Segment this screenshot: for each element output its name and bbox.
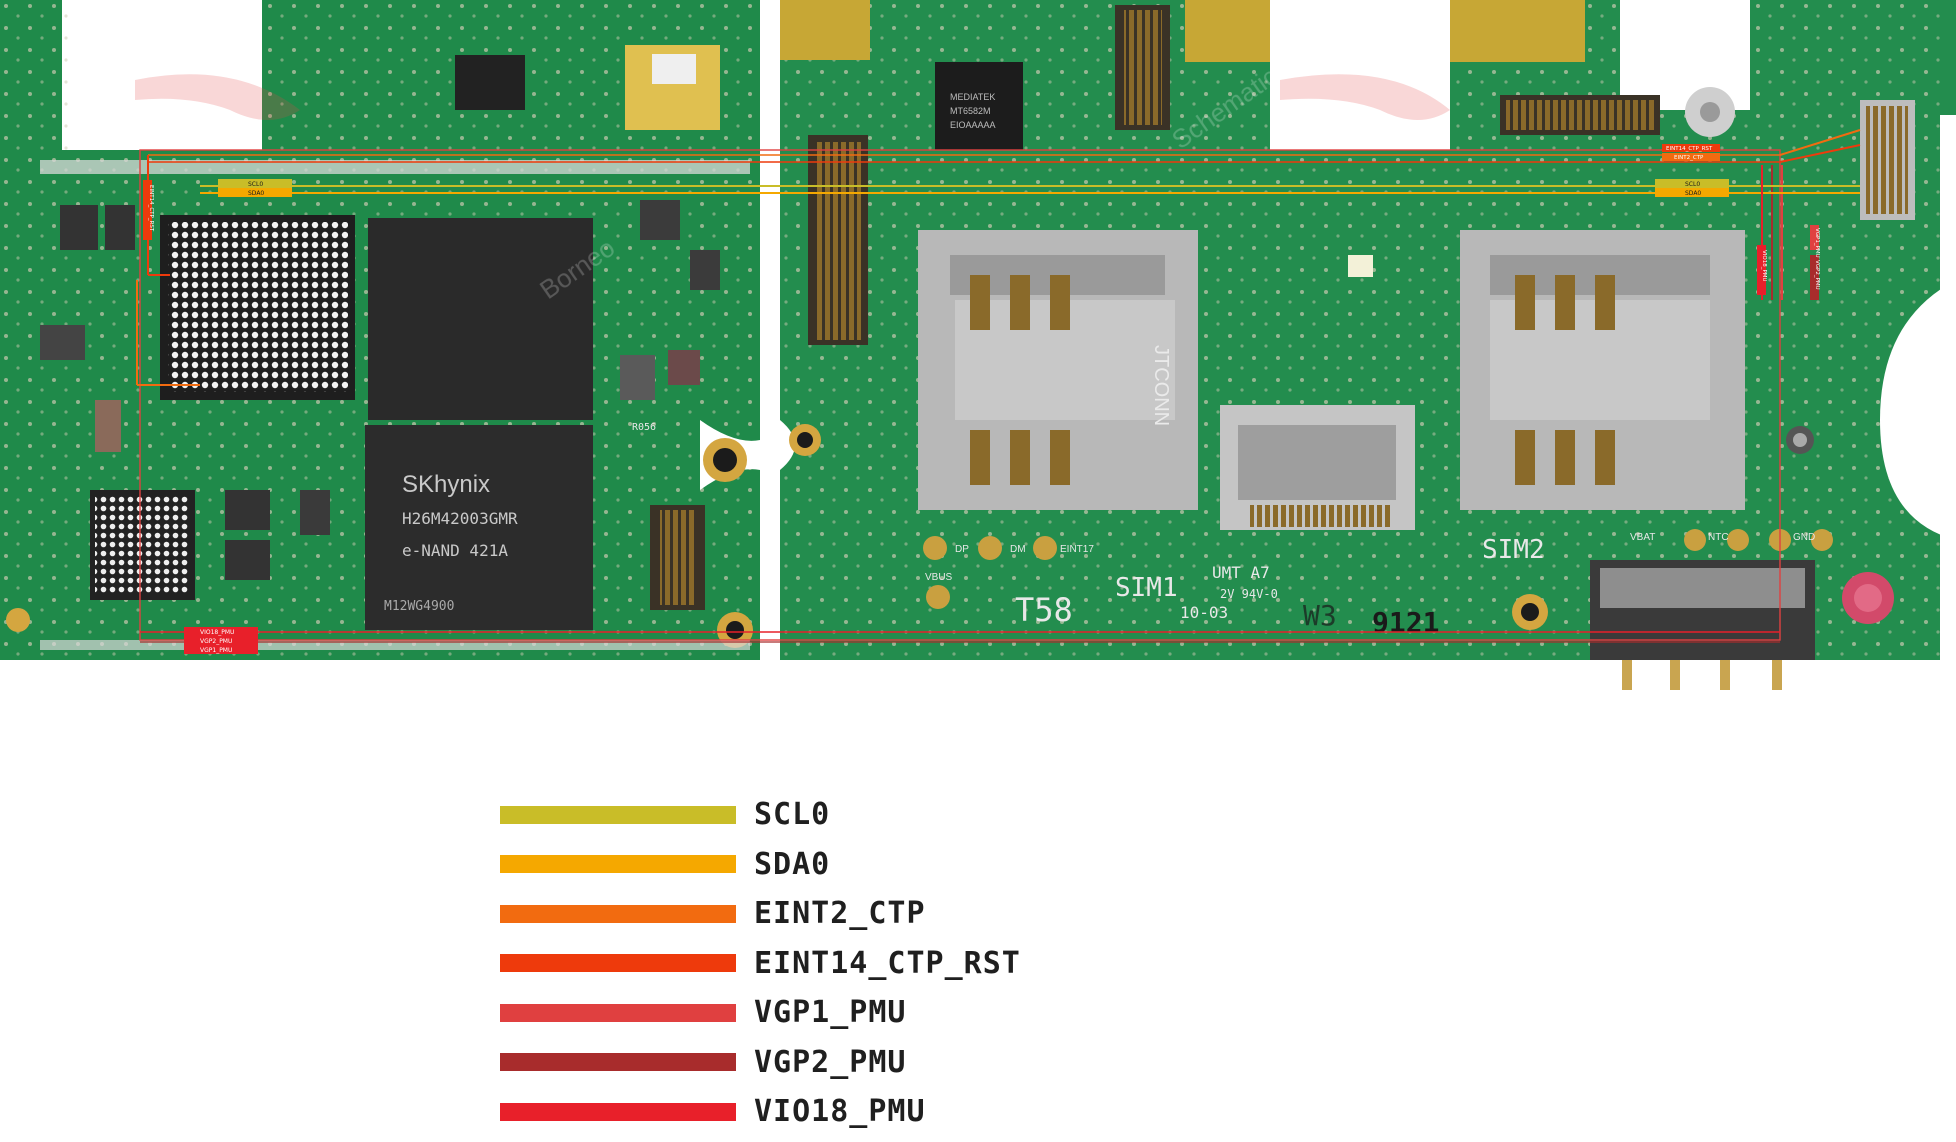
net-legend: SCL0 SDA0 EINT2_CTP EINT14_CTP_RST VGP1_… — [500, 790, 1021, 1137]
silk-w3: W3 — [1303, 599, 1337, 632]
silk-model: T58 — [1015, 591, 1073, 629]
legend-row-sda0: SDA0 — [500, 840, 1021, 890]
pad-vbus: VBUS — [925, 572, 953, 583]
right-pcb: MEDIATEK MT6582M EIOAAAAA JTCONN — [780, 0, 1956, 690]
left-pcb: SKhynix H26M42003GMR e-NAND 421A M12WG49… — [0, 0, 760, 660]
tag-scl0-right: SCL0 — [1685, 181, 1700, 188]
tag-vio18-left: VIO18_PMU — [200, 629, 234, 636]
r056-label: R056 — [632, 422, 656, 433]
tag-vgp2-left: VGP2_PMU — [200, 638, 232, 645]
pad-ntc: NTC — [1708, 532, 1729, 543]
pad-gnd: GND — [1793, 532, 1815, 543]
tag-sda0-right: SDA0 — [1685, 190, 1701, 197]
legend-label-vgp2-pmu: VGP2_PMU — [754, 1044, 907, 1080]
cpu-mark-1: MEDIATEK — [950, 92, 995, 102]
silk-umt: UMT A7 — [1212, 563, 1270, 582]
net-traces — [136, 129, 1861, 643]
silk-rating: 2V 94V-0 — [1220, 587, 1278, 601]
nand-brand-text: SKhynix — [402, 471, 490, 498]
legend-swatch-eint2-ctp — [500, 904, 736, 923]
legend-swatch-eint14-ctp-rst — [500, 954, 736, 973]
legend-label-vgp1-pmu: VGP1_PMU — [754, 995, 907, 1031]
pad-dm: DM — [1010, 544, 1026, 555]
legend-swatch-vgp2-pmu — [500, 1053, 736, 1072]
jtconn-label: JTCONN — [1150, 345, 1172, 426]
legend-label-scl0: SCL0 — [754, 797, 831, 833]
net-tags: SCL0 SDA0 EINT14_CTP_RST EINT2_CTP SCL0 … — [143, 144, 1820, 654]
tag-vio18-right: VIO18_PMU — [1761, 250, 1767, 282]
legend-row-vio18-pmu: VIO18_PMU — [500, 1087, 1021, 1137]
legend-label-eint14-ctp-rst: EINT14_CTP_RST — [754, 945, 1021, 981]
legend-row-vgp1-pmu: VGP1_PMU — [500, 988, 1021, 1038]
pad-vbat: VBAT — [1630, 532, 1655, 543]
silk-date: 10-03 — [1180, 603, 1228, 622]
tag-vgp1-right: VGP1_PMU — [1814, 228, 1820, 258]
legend-label-sda0: SDA0 — [754, 846, 831, 882]
legend-label-eint2-ctp: EINT2_CTP — [754, 896, 926, 932]
pad-eint17: EINT17 — [1060, 544, 1094, 555]
legend-row-eint14-ctp-rst: EINT14_CTP_RST — [500, 939, 1021, 989]
legend-row-vgp2-pmu: VGP2_PMU — [500, 1038, 1021, 1088]
nand-lot-text: M12WG4900 — [384, 599, 454, 614]
tag-vgp2-right: VGP2_PMU — [1814, 260, 1820, 290]
legend-row-scl0: SCL0 — [500, 790, 1021, 840]
cpu-mark-2: MT6582M — [950, 106, 991, 116]
silk-sim1: SIM1 — [1115, 573, 1178, 603]
nand-type-text: e-NAND 421A — [402, 541, 508, 560]
tag-scl0-left: SCL0 — [248, 181, 263, 188]
nand-part-text: H26M42003GMR — [402, 509, 518, 528]
legend-swatch-scl0 — [500, 805, 736, 824]
tag-eint14-right: EINT14_CTP_RST — [1666, 146, 1713, 152]
tag-sda0-left: SDA0 — [248, 190, 264, 197]
legend-swatch-vgp1-pmu — [500, 1003, 736, 1022]
silk-sim2: SIM2 — [1482, 535, 1545, 565]
tag-eint2-right: EINT2_CTP — [1674, 155, 1704, 161]
tag-vgp1-left: VGP1_PMU — [200, 647, 232, 654]
legend-row-eint2-ctp: EINT2_CTP — [500, 889, 1021, 939]
pad-dp: DP — [955, 544, 969, 555]
legend-swatch-sda0 — [500, 855, 736, 874]
legend-label-vio18-pmu: VIO18_PMU — [754, 1094, 926, 1130]
silk-code: 9121 — [1372, 606, 1439, 639]
tag-eint14-left-vertical: EINT14_CTP_RST — [148, 185, 154, 232]
legend-swatch-vio18-pmu — [500, 1102, 736, 1121]
cpu-mark-3: EIOAAAAA — [950, 120, 996, 130]
pcb-board-photo: SKhynix H26M42003GMR e-NAND 421A M12WG49… — [0, 0, 1956, 690]
